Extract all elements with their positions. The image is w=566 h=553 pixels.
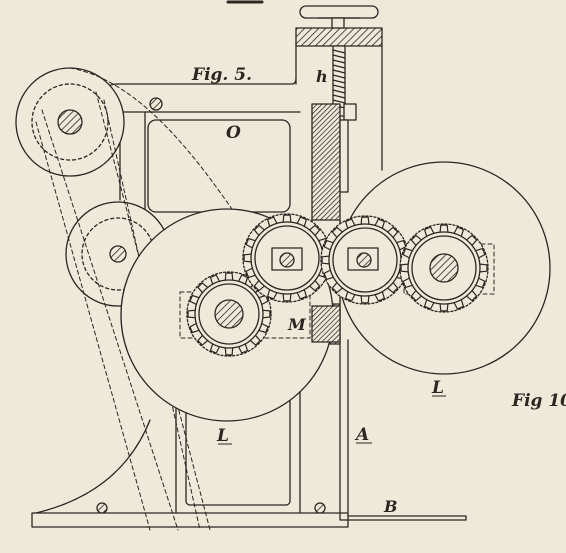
- gear-tooth: [262, 309, 271, 319]
- gear-tooth: [209, 274, 221, 285]
- label-O: O: [226, 123, 241, 143]
- label-L-left: L: [216, 426, 229, 446]
- gear-tooth: [267, 289, 278, 300]
- label-M: M: [287, 315, 307, 334]
- gear-tooth: [475, 248, 486, 259]
- gear-tooth: [224, 272, 234, 281]
- gear-tooth: [453, 299, 464, 310]
- large-pulley: [15, 67, 125, 177]
- gear-tooth: [249, 334, 261, 346]
- gear-tooth: [296, 216, 307, 227]
- gear-tooth: [323, 240, 334, 251]
- gear-tooth: [209, 343, 221, 354]
- gear-tooth: [309, 280, 321, 292]
- gear-tooth: [321, 255, 330, 265]
- gear-tooth: [309, 224, 321, 236]
- gear-tooth: [267, 216, 278, 227]
- gear-tooth: [345, 291, 356, 302]
- label-B: B: [383, 497, 398, 516]
- gear-lower-left: [186, 271, 272, 357]
- gear-tooth: [253, 280, 265, 292]
- bar-B: [339, 512, 467, 521]
- gear-tooth: [187, 309, 196, 319]
- gear-tooth: [282, 293, 292, 302]
- block-M: [311, 305, 341, 343]
- upright-A: [339, 339, 349, 514]
- gear-tooth: [360, 295, 370, 304]
- frame-window-O: [147, 119, 291, 213]
- gear-tooth: [331, 282, 343, 294]
- gear-tooth: [424, 299, 435, 310]
- gear-tooth: [331, 226, 343, 238]
- gear-tooth: [243, 253, 252, 263]
- gear-tooth: [197, 282, 209, 294]
- label-h: h: [316, 67, 328, 86]
- gear-tooth: [387, 226, 399, 238]
- gear-tooth: [360, 216, 370, 225]
- gear-tooth: [258, 294, 269, 306]
- gear-tooth: [424, 226, 435, 237]
- gear-right: [399, 223, 489, 313]
- gear-tooth: [296, 289, 307, 300]
- gear-tooth: [189, 294, 200, 306]
- gear-tooth: [224, 347, 234, 356]
- gear-tooth: [400, 263, 409, 273]
- gear-tooth: [197, 334, 209, 346]
- gear-tooth: [258, 322, 269, 334]
- gear-tooth: [245, 267, 256, 278]
- gear-tooth: [402, 277, 413, 288]
- gear-tooth: [253, 224, 265, 236]
- gear-tooth: [245, 238, 256, 249]
- label-A: A: [354, 425, 369, 445]
- label-fig5: Fig. 5.: [191, 65, 252, 85]
- gear-tooth: [374, 291, 385, 302]
- gear-tooth: [402, 248, 413, 259]
- gear-upper-middle: [242, 213, 332, 303]
- gear-center: [320, 215, 410, 305]
- gear-tooth: [345, 218, 356, 229]
- top-crossbar: [295, 27, 383, 47]
- label-fig10: Fig 10: [511, 391, 566, 411]
- adjusting-screw: [332, 45, 346, 117]
- gear-tooth: [282, 214, 292, 223]
- gear-tooth: [387, 282, 399, 294]
- gear-tooth: [439, 224, 449, 233]
- gear-tooth: [479, 263, 488, 273]
- gear-tooth: [453, 226, 464, 237]
- gear-tooth: [466, 234, 478, 246]
- gear-tooth: [374, 218, 385, 229]
- gear-tooth: [475, 277, 486, 288]
- handwheel: [299, 5, 379, 19]
- gear-tooth: [466, 290, 478, 302]
- gear-tooth: [439, 303, 449, 312]
- gear-tooth: [396, 240, 407, 251]
- gear-tooth: [237, 274, 249, 285]
- gear-tooth: [410, 234, 422, 246]
- gear-tooth: [410, 290, 422, 302]
- gear-tooth: [189, 322, 200, 334]
- bolts: [96, 97, 326, 514]
- gear-tooth: [237, 343, 249, 354]
- gear-tooth: [323, 269, 334, 280]
- label-L-right: L: [431, 378, 444, 398]
